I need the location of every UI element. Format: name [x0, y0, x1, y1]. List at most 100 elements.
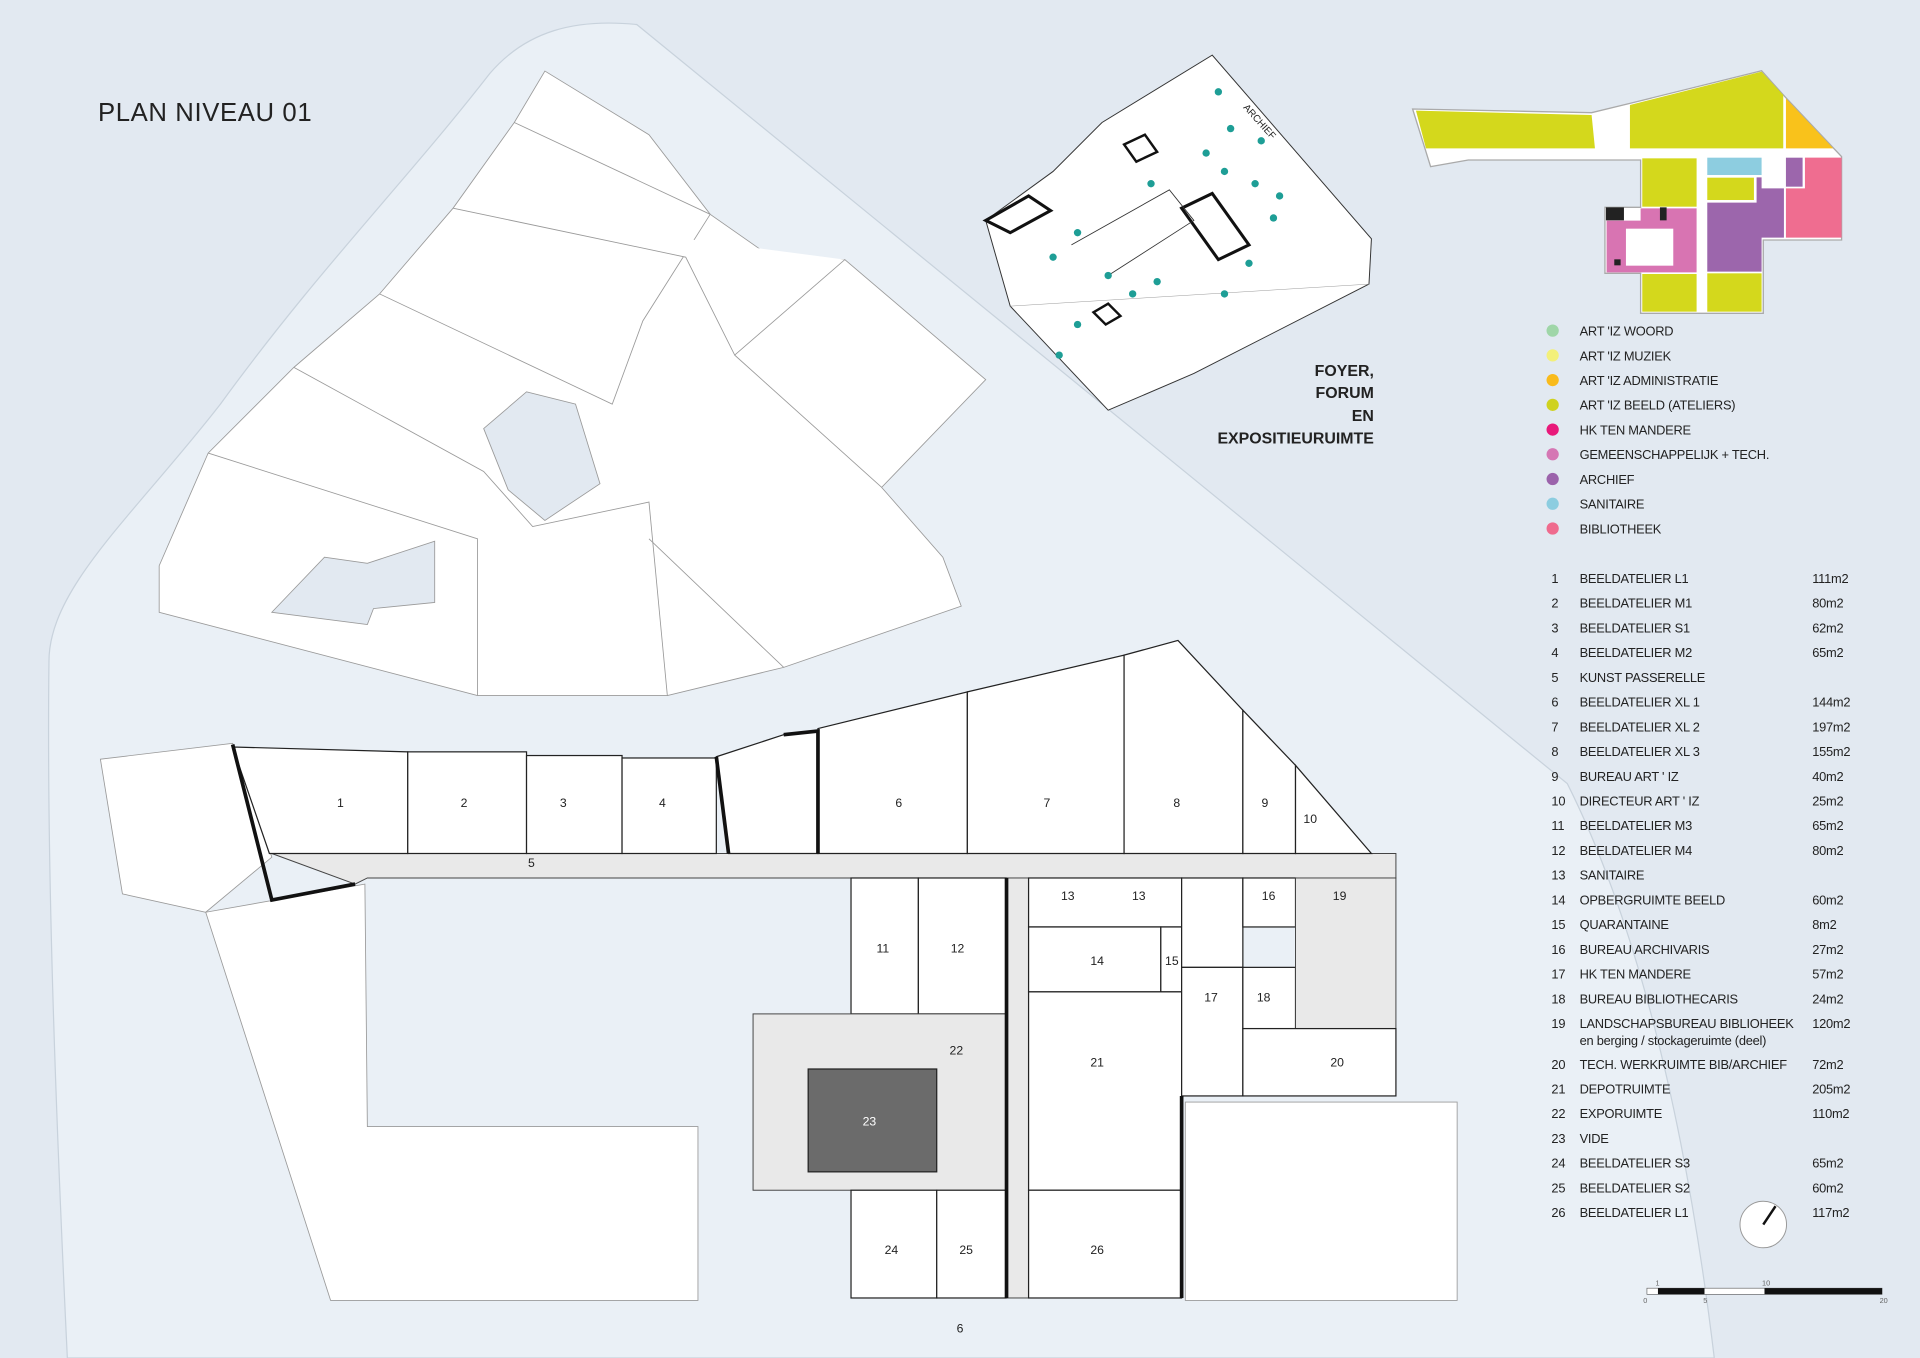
- room-number: 24: [1551, 1156, 1565, 1171]
- room-area: 62m2: [1812, 620, 1843, 635]
- plan-label: 11: [877, 942, 890, 956]
- room-name: BEELDATELIER S1: [1580, 620, 1690, 635]
- room-name: BEELDATELIER S3: [1580, 1156, 1690, 1171]
- room-number: 17: [1551, 967, 1565, 982]
- scale-tick: 10: [1762, 1279, 1770, 1288]
- legend-swatch-icon: [1546, 522, 1559, 535]
- room-name: BEELDATELIER S2: [1580, 1180, 1690, 1195]
- plan-label: 22: [950, 1043, 964, 1057]
- room-number: 8: [1551, 744, 1558, 759]
- room-name: DIRECTEUR ART ' IZ: [1580, 793, 1700, 808]
- room-number: 7: [1551, 719, 1558, 734]
- plan-label: 6: [957, 1321, 964, 1335]
- plan-label: 24: [885, 1243, 899, 1257]
- legend-swatch-icon: [1546, 497, 1559, 510]
- caption-line: EXPOSITIEURUIMTE: [1217, 430, 1373, 447]
- room-area: 8m2: [1812, 917, 1836, 932]
- legend-label: HK TEN MANDERE: [1580, 422, 1692, 437]
- room-number: 11: [1551, 818, 1564, 833]
- room-number: 6: [1551, 695, 1558, 710]
- schedule-row: 3 BEELDATELIER S1 62m2: [1551, 620, 1843, 635]
- plan-label: 15: [1165, 954, 1179, 968]
- plan-label: 7: [1044, 796, 1051, 810]
- room-area: 80m2: [1812, 843, 1843, 858]
- legend-swatch-icon: [1546, 472, 1559, 486]
- room-subtitle: en berging / stockageruimte (deel): [1580, 1033, 1767, 1048]
- room-name: BEELDATELIER M3: [1580, 818, 1693, 833]
- legend-swatch-icon: [1546, 423, 1559, 436]
- plan-label: 21: [1090, 1056, 1104, 1070]
- room-area: 24m2: [1812, 991, 1843, 1006]
- legend-item: ART 'IZ BEELD (ATELIERS): [1546, 398, 1736, 413]
- room-name: BEELDATELIER L1: [1580, 1205, 1689, 1220]
- scale-tick: 1: [1656, 1279, 1660, 1288]
- room-name: VIDE: [1580, 1131, 1610, 1146]
- room-area: 197m2: [1812, 719, 1850, 734]
- plan-label: 3: [560, 796, 567, 810]
- schedule-row: 25 BEELDATELIER S2 60m2: [1551, 1180, 1843, 1195]
- legend-label: ARCHIEF: [1580, 472, 1635, 487]
- plan-label: 4: [659, 796, 666, 810]
- legend-swatch-icon: [1546, 448, 1559, 461]
- room-area: 25m2: [1812, 793, 1843, 808]
- plan-label: 25: [959, 1243, 973, 1257]
- legend-item: BIBLIOTHEEK: [1546, 521, 1662, 536]
- scale-tick: 5: [1703, 1296, 1707, 1305]
- room-number: 22: [1551, 1106, 1565, 1121]
- room-name: OPBERGRUIMTE BEELD: [1580, 892, 1725, 907]
- people-figures: [1049, 88, 1284, 359]
- room-area: 120m2: [1812, 1016, 1850, 1031]
- room-name: BUREAU ARCHIVARIS: [1580, 942, 1710, 957]
- plan-label: 23: [863, 1114, 877, 1128]
- room-area: 205m2: [1812, 1081, 1850, 1096]
- plan-label: 13: [1132, 889, 1146, 903]
- axonometric-caption: FOYER, FORUM EN EXPOSITIEURUIMTE: [1217, 363, 1373, 447]
- plan-label: 2: [461, 796, 468, 810]
- neighbouring-buildings-north: [158, 70, 987, 696]
- room-name: BEELDATELIER M1: [1580, 596, 1693, 611]
- room-number: 25: [1551, 1180, 1565, 1195]
- room-area: 60m2: [1812, 1180, 1843, 1195]
- plan-room-labels: 1 2 3 4 5 6 7 8 9 10 11 12 13 13 14 15 1…: [337, 796, 1347, 1335]
- legend-item: GEMEENSCHAPPELIJK + TECH.: [1546, 447, 1769, 462]
- room-area: 72m2: [1812, 1057, 1843, 1072]
- room-number: 10: [1551, 793, 1565, 808]
- room-area: 110m2: [1812, 1106, 1849, 1121]
- plan-label: 14: [1090, 954, 1104, 968]
- legend-label: ART 'IZ BEELD (ATELIERS): [1580, 398, 1736, 413]
- room-number: 9: [1551, 769, 1558, 784]
- legend-swatch-icon: [1546, 349, 1559, 362]
- room-number: 21: [1551, 1081, 1565, 1096]
- room-area: 65m2: [1812, 1156, 1843, 1171]
- room-number: 2: [1551, 596, 1558, 611]
- room-number: 1: [1551, 571, 1558, 586]
- room-number: 14: [1551, 892, 1565, 907]
- plan-label: 6: [895, 796, 902, 810]
- legend-item: SANITAIRE: [1546, 497, 1645, 512]
- page-title: PLAN NIVEAU 01: [98, 99, 312, 127]
- plan-label: 16: [1262, 889, 1276, 903]
- room-number: 12: [1551, 843, 1565, 858]
- room-area: 144m2: [1812, 695, 1850, 710]
- room-number: 3: [1551, 620, 1558, 635]
- building-plan: [230, 639, 1397, 1299]
- room-area: 65m2: [1812, 818, 1843, 833]
- room-number: 20: [1551, 1057, 1565, 1072]
- room-name: SANITAIRE: [1580, 868, 1645, 883]
- room-name: QUARANTAINE: [1580, 917, 1670, 932]
